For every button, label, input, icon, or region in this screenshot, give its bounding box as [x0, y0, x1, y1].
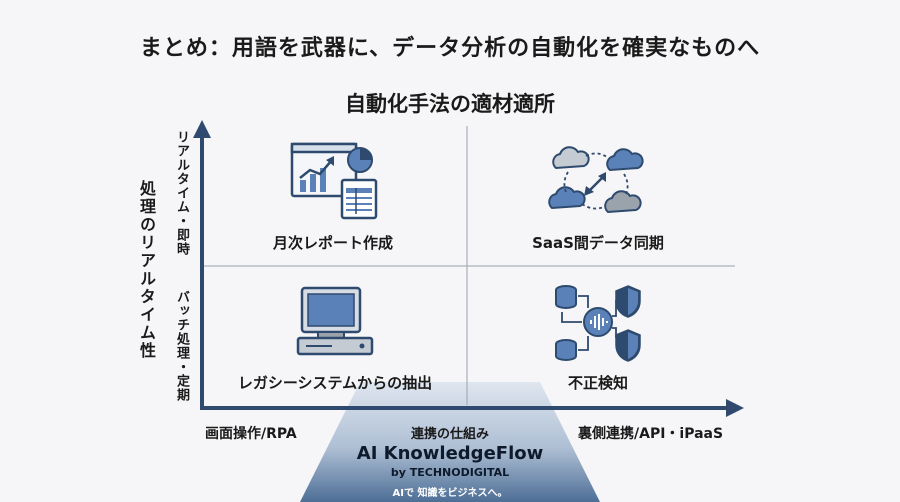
- quadrant-label-top-left: 月次レポート作成: [272, 234, 393, 252]
- brand-tagline: AIで 知識をビジネスへ。: [392, 488, 508, 499]
- diagram-subtitle: 自動化手法の適材適所: [345, 92, 555, 116]
- y-axis-top-label: リアルタイム・即時: [174, 130, 189, 256]
- report-chart-icon: [290, 142, 378, 220]
- quadrant-label-bottom-left: レガシーシステムからの抽出: [237, 374, 433, 392]
- legacy-computer-icon: [296, 286, 374, 356]
- y-axis-bottom-label: バッチ処理・定期: [174, 290, 189, 402]
- x-axis-arrow: [726, 399, 744, 417]
- quadrant-label-top-right: SaaS間データ同期: [532, 234, 664, 252]
- fraud-detection-icon: [555, 285, 641, 362]
- y-axis-label: 処理のリアルタイム性: [137, 180, 156, 360]
- y-axis-arrow: [193, 120, 211, 138]
- brand-name: AI KnowledgeFlow: [356, 443, 544, 464]
- cloud-sync-icon: [548, 146, 644, 214]
- page-title: まとめ：用語を武器に、データ分析の自動化を確実なものへ: [139, 36, 761, 61]
- quadrant-label-bottom-right: 不正検知: [567, 374, 628, 392]
- x-axis-right-label: 裏側連携/API・iPaaS: [578, 426, 724, 442]
- x-axis-center-label: 連携の仕組み: [410, 427, 489, 442]
- x-axis-left-label: 画面操作/RPA: [205, 426, 297, 442]
- brand-by: by TECHNODIGITAL: [390, 466, 510, 479]
